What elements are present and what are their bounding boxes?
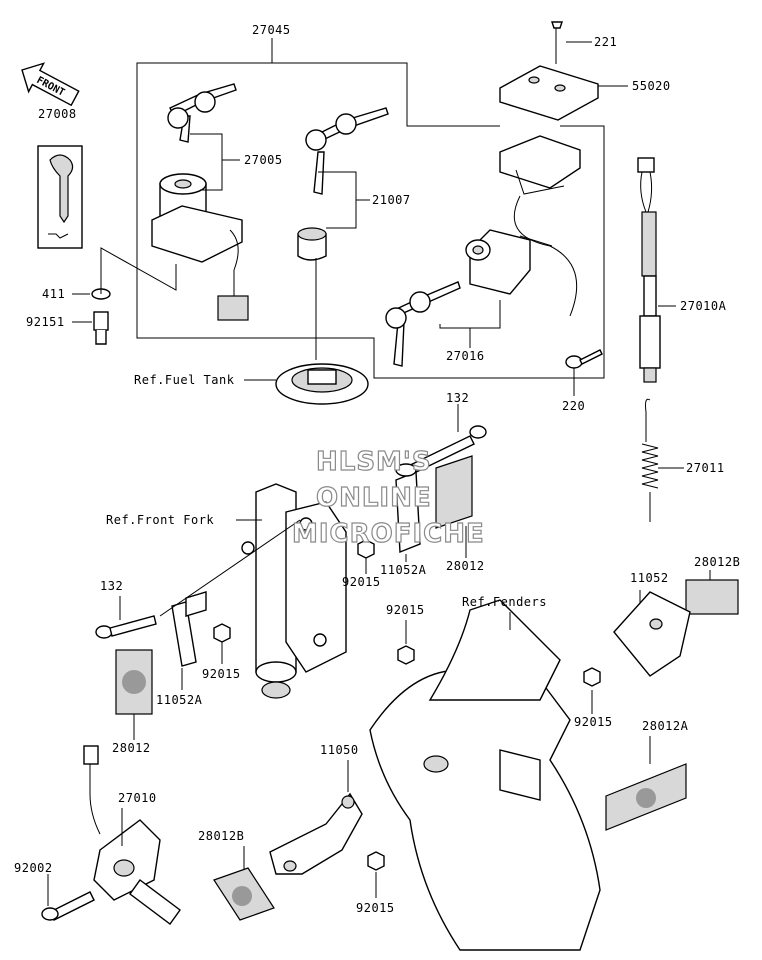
watermark-line-2: ONLINE <box>316 483 432 513</box>
spring-27011 <box>641 398 659 522</box>
key-set-21007 <box>297 107 389 261</box>
seat-lock-assembly <box>465 135 581 317</box>
label-27010: 27010 <box>118 791 157 805</box>
reflector-28012B-right <box>685 579 739 615</box>
label-27011: 27011 <box>686 461 725 475</box>
part-labels: 27045 221 55020 27008 27005 21007 411 92… <box>14 23 740 915</box>
label-132-top: 132 <box>446 391 469 405</box>
watermark: HLSM'S ONLINE MICROFICHE <box>291 446 485 549</box>
ignition-switch-27005 <box>151 83 249 321</box>
label-ref-front-fork: Ref.Front Fork <box>106 513 214 527</box>
label-28012A: 28012A <box>642 719 689 733</box>
label-92015-d: 92015 <box>574 715 613 729</box>
bracket-11052A-lower <box>171 591 207 667</box>
label-27008: 27008 <box>38 107 77 121</box>
label-28012B-a: 28012B <box>694 555 740 569</box>
label-55020: 55020 <box>632 79 671 93</box>
reflector-28012A <box>605 763 687 831</box>
assembly-bracket-27045 <box>136 38 605 379</box>
leader-lines <box>47 41 711 906</box>
screw-220 <box>565 349 603 369</box>
key-set-27016 <box>385 281 461 367</box>
rear-fender <box>369 599 601 951</box>
reflector-28012B-left <box>213 867 275 921</box>
label-92015-b: 92015 <box>202 667 241 681</box>
label-28012-a: 28012 <box>446 559 485 573</box>
label-411: 411 <box>42 287 65 301</box>
label-ref-fuel-tank: Ref.Fuel Tank <box>134 373 235 387</box>
label-27005: 27005 <box>244 153 283 167</box>
label-27016: 27016 <box>446 349 485 363</box>
watermark-line-3: MICROFICHE <box>292 519 485 549</box>
fuel-tank-cap <box>275 258 369 405</box>
watermark-line-1: HLSM'S <box>316 447 432 477</box>
bracket-11050 <box>269 792 363 875</box>
nut-92015-group <box>213 539 601 871</box>
label-27010A: 27010A <box>680 299 727 313</box>
bracket-11052 <box>613 591 691 677</box>
label-11052: 11052 <box>630 571 669 585</box>
label-11050: 11050 <box>320 743 359 757</box>
front-arrow-icon: FRONT <box>21 62 80 107</box>
label-92002: 92002 <box>14 861 53 875</box>
bracket-11052A-upper <box>395 463 421 554</box>
label-27045: 27045 <box>252 23 291 37</box>
label-92151: 92151 <box>26 315 65 329</box>
reflector-28012-upper <box>435 455 473 529</box>
bolt-132-left <box>95 615 157 639</box>
label-92015-e: 92015 <box>356 901 395 915</box>
seat-lock-plate-55020 <box>499 21 599 121</box>
label-28012-b: 28012 <box>112 741 151 755</box>
washer-and-bolt <box>91 247 177 345</box>
label-220: 220 <box>562 399 585 413</box>
label-92015-a: 92015 <box>342 575 381 589</box>
label-11052A-a: 11052A <box>380 563 427 577</box>
label-11052A-b: 11052A <box>156 693 203 707</box>
switch-27010 <box>41 745 181 925</box>
label-21007: 21007 <box>372 193 411 207</box>
front-fork-bracket <box>241 483 347 699</box>
label-ref-fenders: Ref.Fenders <box>462 595 547 609</box>
label-92015-c: 92015 <box>386 603 425 617</box>
switch-27010A <box>637 157 661 383</box>
key-blank-27008 <box>37 145 83 249</box>
reflector-28012-lower <box>115 649 153 715</box>
label-132-left: 132 <box>100 579 123 593</box>
label-28012B-b: 28012B <box>198 829 244 843</box>
label-221: 221 <box>594 35 617 49</box>
